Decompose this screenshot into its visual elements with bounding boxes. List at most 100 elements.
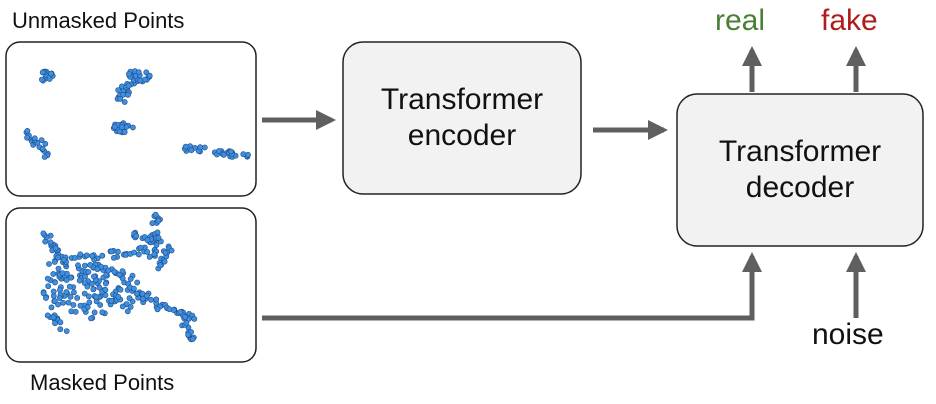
point (55, 265, 62, 272)
point (166, 306, 173, 313)
point (51, 258, 58, 265)
point (86, 299, 93, 306)
unmasked-points-panel (5, 41, 257, 197)
point (131, 249, 137, 256)
decoder-label: Transformer decoder (677, 134, 923, 206)
point (91, 273, 97, 280)
decoder-label-line1: Transformer (718, 135, 882, 168)
point (86, 293, 92, 300)
unmasked-point-cloud (23, 68, 251, 160)
point (125, 82, 132, 89)
point (97, 302, 104, 308)
point (191, 315, 198, 322)
point (44, 312, 51, 319)
point (57, 326, 64, 333)
point (50, 288, 57, 295)
point (39, 69, 46, 76)
point (153, 242, 160, 248)
point (84, 283, 91, 290)
masked-points-title: Masked Points (30, 370, 175, 395)
unmasked-points-title: Unmasked Points (12, 8, 185, 33)
point (135, 69, 142, 75)
point (127, 304, 134, 310)
point (81, 290, 88, 297)
encoder-label-line1: Transformer (380, 83, 544, 116)
point (89, 280, 95, 287)
point (91, 309, 98, 316)
point (47, 239, 54, 246)
point (149, 220, 156, 227)
point (168, 247, 175, 254)
point (63, 277, 70, 283)
point (52, 279, 58, 286)
point (94, 266, 101, 273)
point (111, 268, 118, 275)
point (134, 279, 141, 286)
point (75, 262, 81, 269)
point (40, 230, 47, 237)
point (46, 261, 52, 267)
point (155, 234, 162, 241)
point (50, 271, 57, 277)
masked-to-decoder-arrow (262, 252, 762, 321)
point (43, 295, 49, 301)
point (55, 301, 61, 308)
encoder-label-line2: encoder (407, 119, 517, 152)
point (121, 99, 128, 105)
point (39, 76, 45, 83)
point (119, 275, 126, 282)
point (83, 252, 90, 259)
point (55, 254, 62, 261)
point (71, 289, 77, 296)
point (66, 283, 73, 290)
point (41, 153, 48, 160)
point (39, 145, 46, 152)
point (74, 294, 81, 301)
masked-point-cloud (40, 211, 198, 343)
point (93, 294, 100, 300)
point (162, 249, 169, 256)
point (121, 129, 128, 135)
decoder-label-line2: decoder (745, 171, 855, 204)
point (31, 135, 38, 142)
point (117, 96, 124, 102)
point (182, 313, 188, 320)
point (130, 285, 137, 292)
point (99, 309, 106, 316)
point (68, 308, 75, 315)
point (96, 284, 103, 291)
point (141, 76, 148, 83)
point (189, 336, 196, 342)
point (157, 262, 164, 269)
point (67, 293, 74, 300)
point (40, 290, 47, 297)
point (155, 217, 162, 224)
point (119, 268, 126, 274)
point (228, 148, 234, 155)
point (90, 286, 97, 293)
point (129, 124, 136, 131)
point (76, 277, 83, 284)
point (144, 249, 151, 255)
point (182, 143, 189, 150)
point (177, 309, 184, 315)
point (63, 289, 70, 295)
point (120, 91, 127, 98)
point (60, 299, 66, 306)
point (85, 269, 92, 275)
point (220, 151, 227, 158)
point (57, 319, 64, 326)
point (105, 267, 112, 274)
point (102, 280, 109, 287)
point (38, 137, 45, 144)
point (125, 91, 131, 98)
point (151, 251, 158, 258)
point (111, 254, 117, 261)
point (119, 303, 126, 310)
point (46, 76, 53, 82)
point (77, 251, 84, 258)
point (215, 148, 222, 154)
point (185, 331, 192, 338)
point (115, 87, 122, 93)
point (48, 70, 54, 77)
